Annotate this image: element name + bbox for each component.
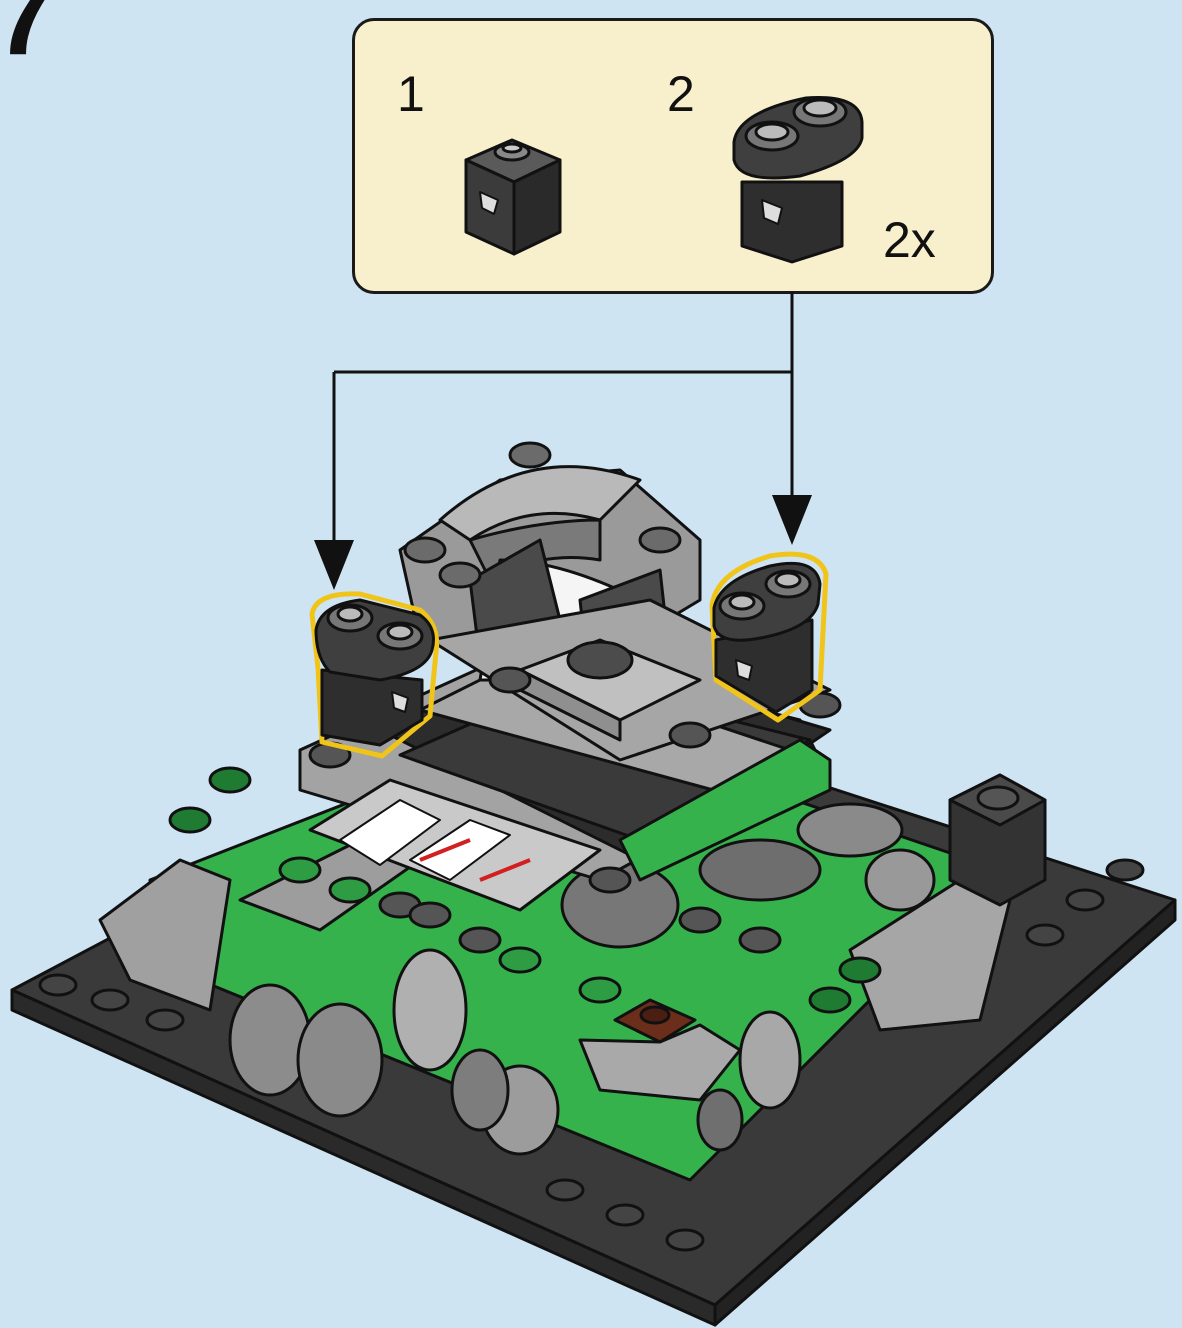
callout-part-1-brick-icon (466, 140, 560, 254)
right-dark-brick (950, 775, 1045, 905)
arrow-left-head-icon (314, 540, 354, 590)
arrow-right-head-icon (772, 495, 812, 545)
callout-part-2-brick-icon (734, 98, 862, 263)
